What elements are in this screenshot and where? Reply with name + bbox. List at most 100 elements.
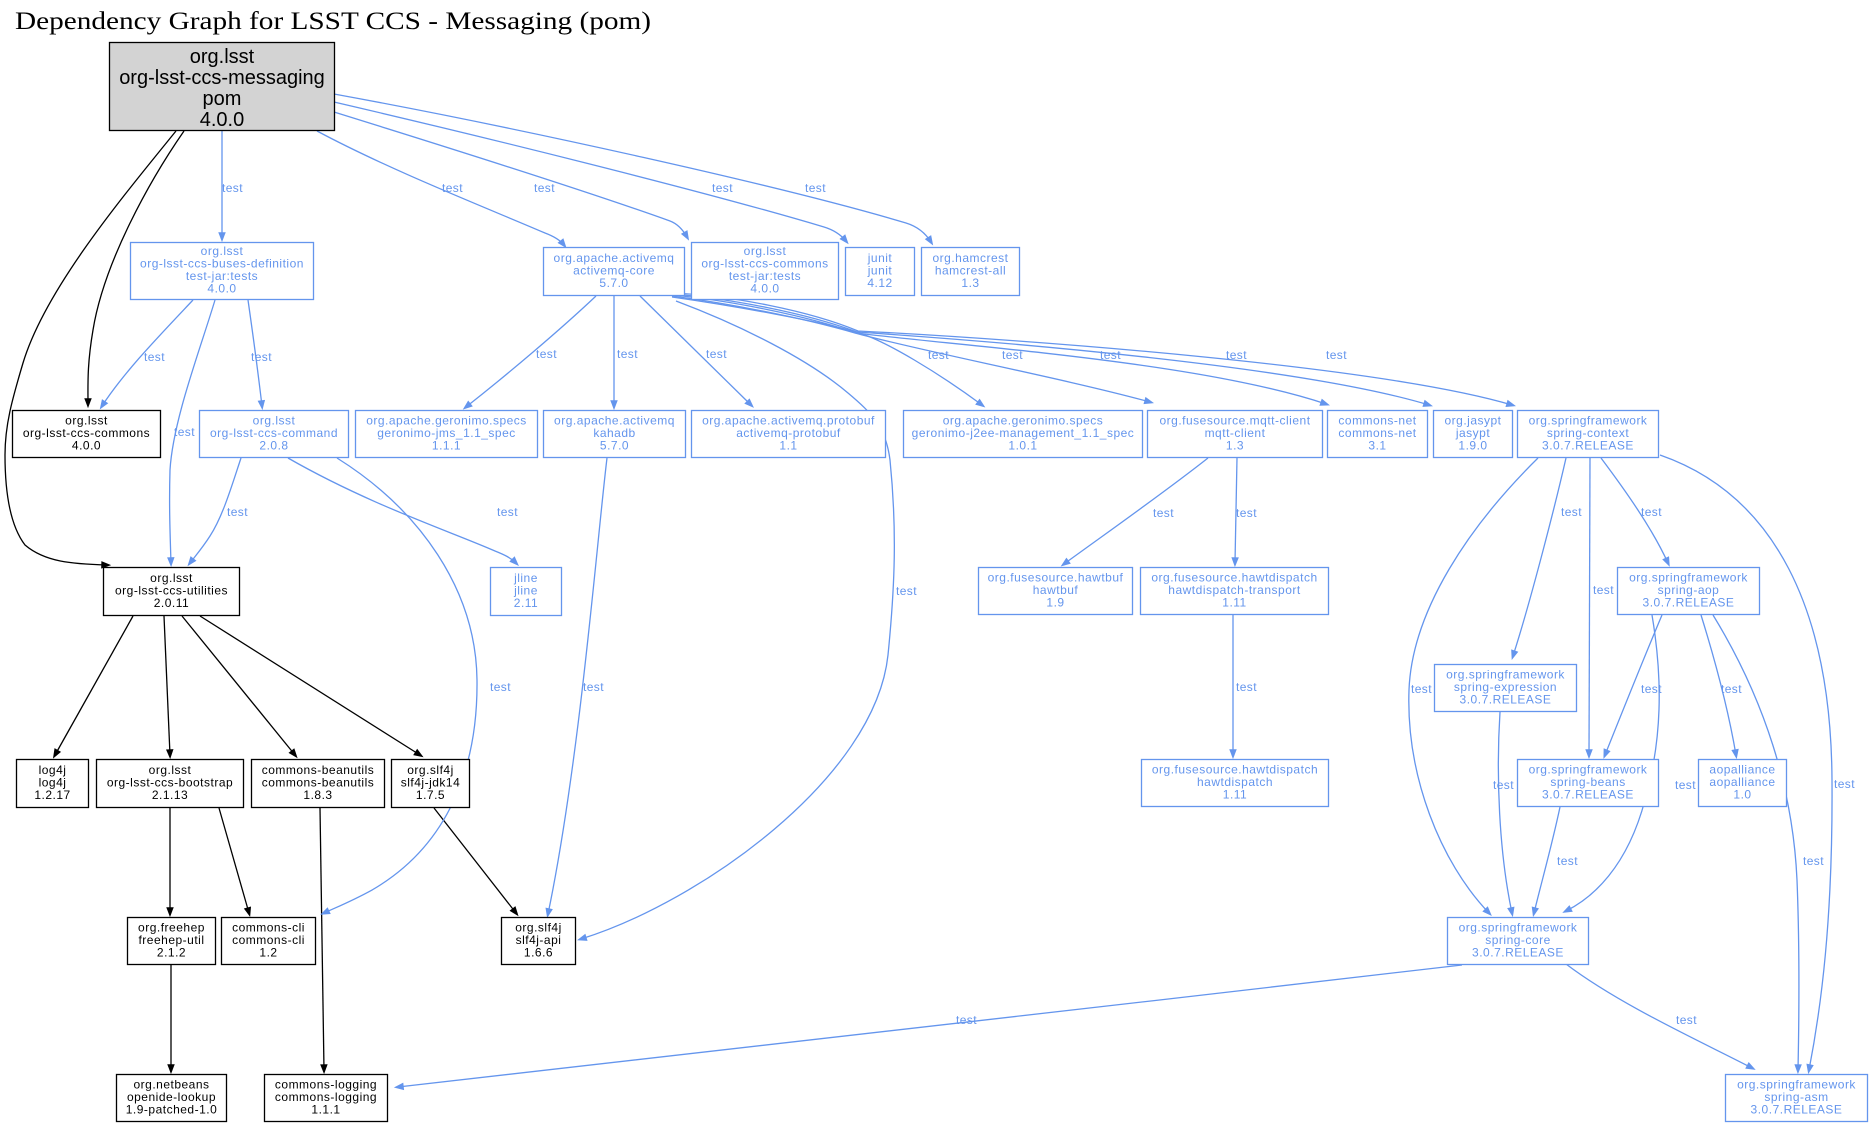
- svg-text:activemq-protobuf: activemq-protobuf: [736, 426, 841, 440]
- svg-text:test: test: [1721, 682, 1742, 696]
- svg-text:org-lsst-ccs-messaging: org-lsst-ccs-messaging: [119, 67, 325, 89]
- svg-text:org.apache.geronimo.specs: org.apache.geronimo.specs: [943, 413, 1104, 427]
- svg-text:org.lsst: org.lsst: [65, 413, 108, 427]
- svg-text:org.jasypt: org.jasypt: [1444, 413, 1501, 427]
- svg-text:spring-core: spring-core: [1485, 933, 1551, 947]
- svg-text:1.2: 1.2: [259, 945, 277, 959]
- svg-text:jasypt: jasypt: [1455, 426, 1491, 440]
- svg-text:test: test: [144, 350, 165, 364]
- svg-text:spring-expression: spring-expression: [1454, 680, 1557, 694]
- svg-text:commons-beanutils: commons-beanutils: [262, 775, 375, 789]
- svg-text:test: test: [805, 181, 826, 195]
- svg-text:org.freehep: org.freehep: [138, 920, 205, 934]
- svg-text:5.7.0: 5.7.0: [600, 438, 629, 452]
- svg-text:org.fusesource.hawtdispatch: org.fusesource.hawtdispatch: [1151, 570, 1317, 584]
- svg-text:test: test: [174, 425, 195, 439]
- svg-text:test: test: [1411, 682, 1432, 696]
- svg-text:jline: jline: [513, 583, 538, 597]
- svg-text:org.fusesource.hawtbuf: org.fusesource.hawtbuf: [988, 570, 1124, 584]
- svg-text:hawtdispatch: hawtdispatch: [1197, 775, 1273, 789]
- svg-text:log4j: log4j: [39, 763, 67, 777]
- svg-text:3.0.7.RELEASE: 3.0.7.RELEASE: [1460, 692, 1552, 706]
- svg-text:org.lsst: org.lsst: [744, 244, 787, 258]
- svg-text:test: test: [1561, 505, 1582, 519]
- svg-text:test: test: [1675, 778, 1696, 792]
- svg-text:test: test: [1557, 854, 1578, 868]
- svg-text:test-jar:tests: test-jar:tests: [729, 269, 801, 283]
- svg-text:1.0.1: 1.0.1: [1008, 438, 1037, 452]
- svg-text:mqtt-client: mqtt-client: [1205, 426, 1266, 440]
- svg-text:test: test: [896, 584, 917, 598]
- svg-text:commons-net: commons-net: [1338, 413, 1416, 427]
- svg-text:jline: jline: [513, 571, 538, 585]
- svg-text:3.0.7.RELEASE: 3.0.7.RELEASE: [1472, 945, 1564, 959]
- svg-text:test: test: [1226, 348, 1247, 362]
- svg-text:4.0.0: 4.0.0: [750, 282, 779, 296]
- svg-text:test: test: [534, 181, 555, 195]
- svg-text:5.7.0: 5.7.0: [599, 276, 628, 290]
- svg-text:spring-context: spring-context: [1547, 426, 1630, 440]
- svg-text:test: test: [712, 181, 733, 195]
- svg-text:geronimo-jms_1.1_spec: geronimo-jms_1.1_spec: [377, 426, 516, 440]
- svg-text:commons-logging: commons-logging: [275, 1077, 377, 1091]
- svg-text:1.6.6: 1.6.6: [524, 945, 553, 959]
- svg-text:Dependency Graph for LSST CCS: Dependency Graph for LSST CCS - Messagin…: [15, 8, 651, 35]
- svg-text:activemq-core: activemq-core: [573, 263, 655, 277]
- svg-text:org.springframework: org.springframework: [1629, 570, 1748, 584]
- svg-text:org.springframework: org.springframework: [1446, 667, 1565, 681]
- svg-text:commons-net: commons-net: [1338, 426, 1416, 440]
- svg-text:org-lsst-ccs-commons: org-lsst-ccs-commons: [701, 257, 828, 271]
- svg-text:org.slf4j: org.slf4j: [407, 763, 454, 777]
- svg-text:junit: junit: [867, 263, 893, 277]
- svg-text:2.0.8: 2.0.8: [259, 438, 288, 452]
- svg-text:test: test: [1803, 854, 1824, 868]
- svg-text:test: test: [1834, 777, 1855, 791]
- svg-text:3.1: 3.1: [1368, 438, 1386, 452]
- svg-text:4.12: 4.12: [867, 276, 892, 290]
- svg-text:test: test: [442, 181, 463, 195]
- svg-text:1.0: 1.0: [1733, 787, 1751, 801]
- svg-text:org.lsst: org.lsst: [190, 46, 255, 68]
- svg-text:org.apache.activemq: org.apache.activemq: [554, 251, 675, 265]
- svg-text:org.apache.geronimo.specs: org.apache.geronimo.specs: [366, 413, 527, 427]
- svg-text:test: test: [1493, 778, 1514, 792]
- svg-text:org.apache.activemq: org.apache.activemq: [554, 413, 675, 427]
- svg-text:openide-lookup: openide-lookup: [127, 1090, 216, 1104]
- svg-text:hawtbuf: hawtbuf: [1033, 583, 1079, 597]
- svg-text:org.springframework: org.springframework: [1529, 413, 1648, 427]
- svg-text:1.9-patched-1.0: 1.9-patched-1.0: [126, 1102, 218, 1116]
- svg-text:test: test: [1641, 682, 1662, 696]
- svg-text:spring-aop: spring-aop: [1658, 583, 1720, 597]
- svg-text:test: test: [222, 181, 243, 195]
- svg-text:org.netbeans: org.netbeans: [133, 1077, 209, 1091]
- svg-text:slf4j-jdk14: slf4j-jdk14: [401, 775, 461, 789]
- svg-text:org.hamcrest: org.hamcrest: [932, 251, 1008, 265]
- svg-text:test: test: [1641, 505, 1662, 519]
- svg-text:test: test: [536, 347, 557, 361]
- svg-text:hawtdispatch-transport: hawtdispatch-transport: [1168, 583, 1301, 597]
- svg-text:3.0.7.RELEASE: 3.0.7.RELEASE: [1542, 787, 1634, 801]
- svg-text:test: test: [1236, 506, 1257, 520]
- svg-text:1.1: 1.1: [779, 438, 797, 452]
- svg-text:test: test: [251, 350, 272, 364]
- svg-text:2.11: 2.11: [514, 596, 538, 610]
- svg-text:3.0.7.RELEASE: 3.0.7.RELEASE: [1751, 1102, 1843, 1116]
- svg-text:test: test: [227, 505, 248, 519]
- svg-text:test: test: [1153, 506, 1174, 520]
- svg-text:spring-asm: spring-asm: [1764, 1090, 1828, 1104]
- svg-text:org.springframework: org.springframework: [1737, 1077, 1856, 1091]
- svg-text:4.0.0: 4.0.0: [200, 109, 244, 131]
- svg-text:org-lsst-ccs-command: org-lsst-ccs-command: [210, 426, 338, 440]
- svg-text:org.fusesource.hawtdispatch: org.fusesource.hawtdispatch: [1152, 762, 1318, 776]
- svg-text:1.3: 1.3: [961, 276, 979, 290]
- svg-text:org.fusesource.mqtt-client: org.fusesource.mqtt-client: [1159, 413, 1310, 427]
- svg-text:commons-cli: commons-cli: [232, 933, 305, 947]
- svg-text:org.springframework: org.springframework: [1529, 762, 1648, 776]
- svg-text:org-lsst-ccs-bootstrap: org-lsst-ccs-bootstrap: [107, 775, 233, 789]
- svg-text:org-lsst-ccs-buses-definition: org-lsst-ccs-buses-definition: [140, 257, 304, 271]
- svg-text:4.0.0: 4.0.0: [72, 438, 101, 452]
- svg-text:org.slf4j: org.slf4j: [515, 920, 562, 934]
- svg-text:org.springframework: org.springframework: [1459, 920, 1578, 934]
- svg-text:junit: junit: [867, 251, 893, 265]
- svg-text:spring-beans: spring-beans: [1550, 775, 1625, 789]
